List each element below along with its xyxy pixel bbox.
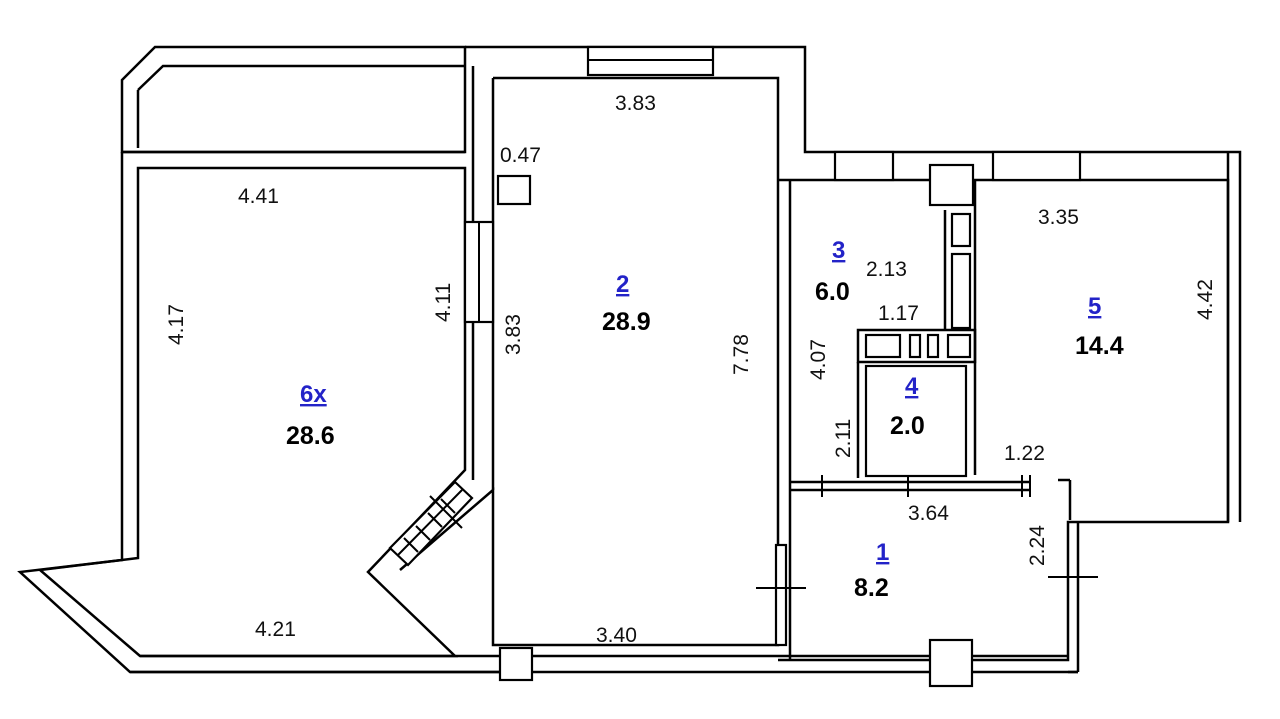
room-6x-number: 6x xyxy=(300,381,327,408)
room-2-walls xyxy=(399,45,1242,647)
dim-room5-top: 3.35 xyxy=(1038,206,1079,229)
room-4-area: 2.0 xyxy=(890,412,925,440)
room-6x-walls xyxy=(17,45,500,674)
dim-room5-right: 4.42 xyxy=(1194,279,1217,320)
right-block-walls xyxy=(756,150,1242,674)
dim-room2-left: 3.83 xyxy=(502,314,525,355)
room-1-area: 8.2 xyxy=(854,574,889,602)
room-6x-area: 28.6 xyxy=(286,422,335,450)
dim-room1-top: 3.64 xyxy=(908,502,949,525)
room-5-number: 5 xyxy=(1088,293,1101,320)
dim-room2-right: 7.78 xyxy=(730,334,753,375)
dim-room6-top: 4.41 xyxy=(238,185,279,208)
dim-room6-right: 4.11 xyxy=(432,283,455,322)
room-2-number: 2 xyxy=(616,271,629,298)
dim-room2-top: 3.83 xyxy=(615,92,656,115)
dimension-labels: 4.41 4.17 4.11 4.21 3.83 0.47 3.83 7.78 … xyxy=(165,92,1217,647)
dim-room1-right-top: 1.22 xyxy=(1004,442,1045,465)
room-labels: 6x 28.6 2 28.9 3 6.0 4 2.0 5 14.4 1 8.2 xyxy=(286,237,1124,602)
room-3-number: 3 xyxy=(832,237,845,264)
room-2-area: 28.9 xyxy=(602,308,651,336)
room-4-number: 4 xyxy=(905,373,919,400)
dim-room3-top: 2.13 xyxy=(866,258,907,281)
dim-room4-left: 2.11 xyxy=(832,419,855,458)
room-1-number: 1 xyxy=(876,539,889,566)
dim-room3-left: 4.07 xyxy=(807,339,830,380)
dim-room6-bottom: 4.21 xyxy=(255,618,296,641)
dim-room2-bottom: 3.40 xyxy=(596,624,637,647)
dim-room1-right: 2.24 xyxy=(1026,525,1049,566)
bottom-walls xyxy=(130,638,1078,688)
dim-room2-niche: 0.47 xyxy=(500,144,541,167)
dim-room6-left: 4.17 xyxy=(165,304,188,345)
bay-window xyxy=(388,480,474,567)
room-5-area: 14.4 xyxy=(1075,332,1124,360)
dim-room4-top: 1.17 xyxy=(878,302,919,325)
room-3-area: 6.0 xyxy=(815,278,850,306)
